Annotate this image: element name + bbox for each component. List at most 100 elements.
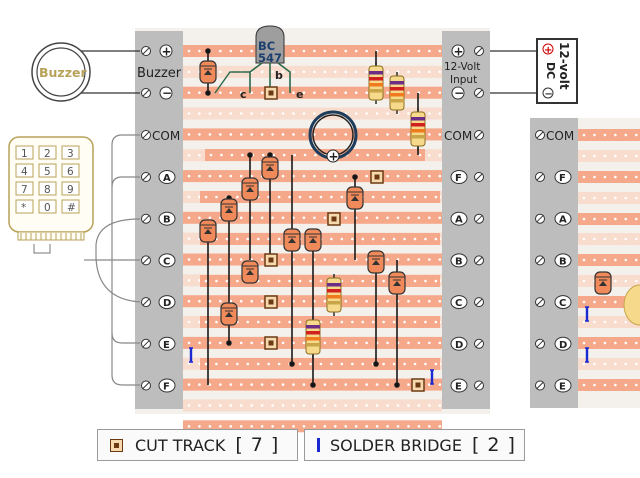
track-row-right — [578, 316, 640, 328]
svg-text:+: + — [329, 150, 339, 164]
track-row-right — [578, 358, 640, 370]
diode — [220, 302, 238, 326]
svg-text:#: # — [67, 202, 76, 214]
keypad-key: # — [61, 199, 80, 214]
track-row-right — [578, 192, 640, 204]
svg-text:2: 2 — [44, 148, 51, 160]
resistor — [410, 108, 426, 150]
track-row — [183, 211, 442, 224]
power-input-component: + − 12-volt DC — [490, 38, 578, 104]
cut-track-count: [ 7 ] — [235, 434, 280, 456]
rail-terminal-e: E — [450, 378, 484, 393]
diode — [199, 219, 217, 243]
svg-text:−: − — [162, 86, 172, 100]
rail-terminal-d: D — [535, 336, 572, 351]
input-rail-label-1: 12-Volt — [444, 61, 480, 73]
rail-terminal-a: A — [141, 170, 176, 184]
power-label-line1: 12-volt — [557, 42, 571, 90]
left-rail-labels: A B C D E F — [141, 170, 176, 393]
svg-text:0: 0 — [44, 202, 51, 214]
cut-tracks — [264, 86, 425, 392]
middle-minus-terminal: − — [451, 86, 484, 100]
solder-bridge-marker — [430, 369, 434, 385]
track-row-right — [578, 213, 640, 225]
diode — [199, 60, 217, 84]
rail-letter: F — [455, 173, 462, 184]
track-row-right — [578, 379, 640, 391]
rail-terminal-b: B — [141, 211, 176, 226]
right-edge-component — [623, 284, 640, 326]
diode — [241, 177, 259, 201]
svg-text:COM: COM — [546, 129, 574, 143]
diode — [283, 228, 301, 252]
svg-text:*: * — [21, 202, 26, 214]
svg-text:−: − — [545, 89, 553, 100]
capacitor-component: + — [308, 110, 358, 164]
svg-text:c: c — [240, 88, 247, 101]
track-row-right — [578, 254, 640, 266]
svg-text:8: 8 — [44, 184, 51, 196]
rail-terminal-e: E — [141, 336, 176, 351]
rail-letter: C — [163, 256, 170, 267]
keypad-key: 0 — [38, 199, 57, 214]
track-row — [183, 170, 442, 183]
keypad-key: 8 — [38, 181, 57, 196]
solder-bridge-marker — [585, 306, 589, 322]
solder-bridge-marker — [585, 347, 589, 363]
cut-track-marker — [264, 86, 278, 100]
rail-letter: A — [559, 215, 567, 226]
middle-plus-terminal: + — [451, 44, 484, 59]
svg-text:e: e — [296, 88, 303, 101]
rail-terminal-c: C — [535, 295, 572, 310]
diode — [594, 271, 612, 295]
keypad-wires — [84, 134, 141, 386]
svg-text:7: 7 — [21, 184, 28, 196]
rail-terminal-b: B — [450, 253, 484, 268]
keypad-key: 5 — [38, 163, 57, 178]
diode — [241, 260, 259, 284]
cut-track-icon — [110, 438, 123, 452]
cut-track-marker — [370, 170, 384, 184]
rail-letter: F — [559, 173, 566, 184]
power-label-line2: DC — [544, 62, 557, 79]
solder-bridge-count: [ 2 ] — [471, 434, 516, 456]
svg-text:9: 9 — [67, 184, 74, 196]
left-minus-terminal: − — [141, 86, 173, 100]
diode — [261, 156, 279, 180]
track-row — [183, 45, 442, 57]
cut-track-marker — [264, 336, 278, 350]
rail-terminal-d: D — [141, 295, 176, 310]
rail-terminal-c: C — [450, 295, 484, 310]
rail-terminal-a: A — [450, 211, 484, 226]
rail-letter: A — [163, 173, 171, 184]
cut-track-marker — [264, 253, 278, 267]
track-row — [183, 107, 442, 120]
svg-text:1: 1 — [21, 148, 28, 160]
cut-track-marker — [411, 378, 425, 392]
rail-terminal-f: F — [141, 378, 176, 393]
right-rail-labels: F A B C D E — [535, 170, 572, 393]
solder-bridges — [189, 306, 589, 385]
keypad-key: 9 — [61, 181, 80, 196]
cut-track-marker — [264, 295, 278, 309]
buzzer-component: Buzzer — [31, 42, 140, 102]
keypad-key: 7 — [15, 181, 34, 196]
copper-tracks-right — [578, 129, 640, 391]
svg-text:6: 6 — [67, 166, 74, 178]
track-row — [183, 399, 442, 412]
keypad-key: 6 — [61, 163, 80, 178]
rail-letter: D — [559, 340, 567, 351]
left-com-terminal: COM — [141, 129, 180, 143]
diode — [388, 271, 406, 295]
diodes — [199, 60, 612, 326]
keypad-key: 1 — [15, 145, 34, 160]
rail-letter: E — [559, 382, 566, 393]
resistor — [368, 62, 384, 104]
rail-terminal-b: B — [535, 253, 572, 268]
svg-text:4: 4 — [21, 166, 28, 178]
diode — [367, 250, 385, 274]
transistor-bc547: BC 547 b c e — [214, 25, 303, 101]
